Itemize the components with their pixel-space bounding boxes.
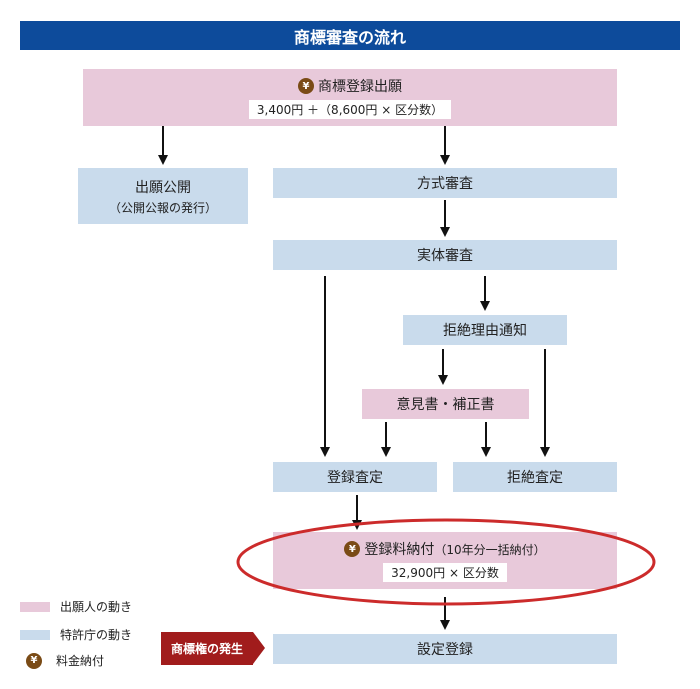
registration-fee-box: ¥ 登録料納付 （10年分一括納付） 32,900円 × 区分数 <box>273 532 617 589</box>
legend-swatch-pink <box>20 601 50 612</box>
highlight-ellipse <box>236 518 656 606</box>
substantive-label: 実体審査 <box>417 248 473 264</box>
yen-icon: ¥ <box>26 652 42 669</box>
legend-applicant-label: 出願人の動き <box>60 600 133 614</box>
legend-office-label: 特許庁の動き <box>60 628 133 642</box>
publication-label: 出願公開 <box>135 179 191 196</box>
publication-sub: （公開公報の発行） <box>108 200 217 215</box>
registration-decision-label: 登録査定 <box>327 470 383 486</box>
legend-applicant: 出願人の動き <box>20 598 132 615</box>
publication-box: 出願公開 （公開公報の発行） <box>78 168 248 224</box>
registration-fee-amount: 32,900円 × 区分数 <box>383 563 507 582</box>
legend-payment: ¥ 料金納付 <box>20 652 104 669</box>
substantive-box: 実体審査 <box>273 240 617 270</box>
legend-payment-label: 料金納付 <box>56 654 105 668</box>
filing-fee: 3,400円 ＋（8,600円 × 区分数） <box>248 100 452 119</box>
page-title: 商標審査の流れ <box>20 21 680 50</box>
legend-office: 特許庁の動き <box>20 626 132 643</box>
yen-icon: ¥ <box>344 541 361 557</box>
formality-box: 方式審査 <box>273 168 617 198</box>
refusal-notice-label: 拒絶理由通知 <box>443 323 527 339</box>
registration-fee-note: （10年分一括納付） <box>434 542 546 557</box>
registration-label: 設定登録 <box>417 642 473 658</box>
refusal-notice-box: 拒絶理由通知 <box>403 315 567 345</box>
opinion-label: 意見書・補正書 <box>396 397 495 413</box>
trademark-right-badge: 商標権の発生 <box>161 632 253 665</box>
opinion-box: 意見書・補正書 <box>362 389 529 419</box>
refusal-decision-label: 拒絶査定 <box>507 470 563 486</box>
registration-fee-label: 登録料納付 <box>364 542 435 558</box>
badge-pointer <box>253 632 265 664</box>
formality-label: 方式審査 <box>417 176 473 192</box>
legend-swatch-blue <box>20 629 50 640</box>
filing-box: ¥ 商標登録出願 3,400円 ＋（8,600円 × 区分数） <box>83 69 617 126</box>
registration-box: 設定登録 <box>273 634 617 664</box>
refusal-decision-box: 拒絶査定 <box>453 462 617 492</box>
registration-decision-box: 登録査定 <box>273 462 437 492</box>
yen-icon: ¥ <box>298 78 314 94</box>
filing-label: 商標登録出願 <box>318 79 402 95</box>
